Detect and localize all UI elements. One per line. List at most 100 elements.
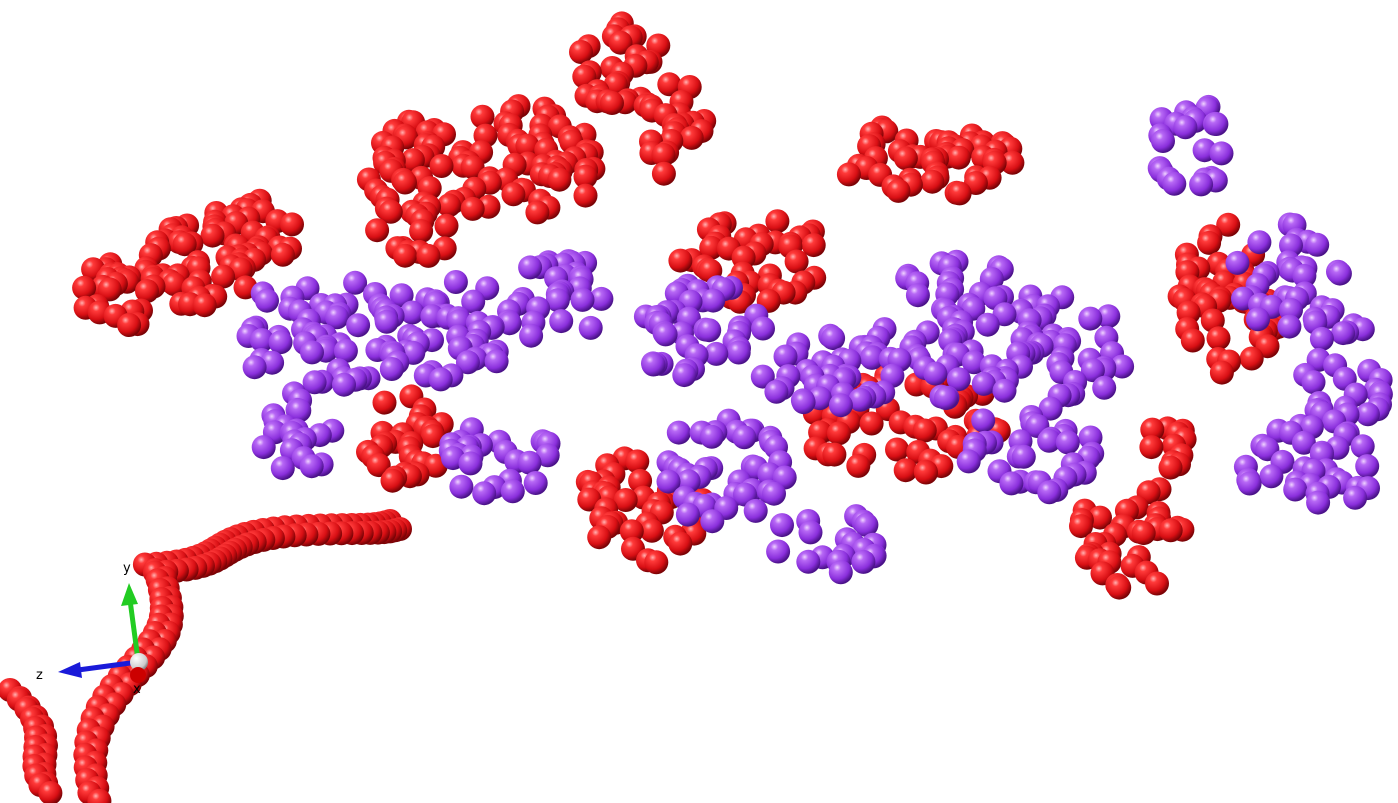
purple-nucleotide-bead: [848, 387, 873, 412]
red-nucleotide-bead: [1069, 514, 1093, 539]
red-nucleotide-bead: [434, 213, 459, 238]
red-nucleotide-bead: [569, 40, 593, 64]
red-nucleotide-bead: [380, 468, 405, 493]
red-nucleotide-bead: [192, 293, 217, 318]
purple-nucleotide-bead: [299, 454, 324, 479]
purple-nucleotide-bead: [545, 288, 570, 313]
purple-nucleotide-bead: [519, 323, 544, 348]
purple-nucleotide-bead: [854, 512, 879, 537]
purple-nucleotide-bead: [1259, 464, 1284, 489]
purple-nucleotide-bead: [1096, 304, 1121, 329]
red-nucleotide-bead: [1209, 360, 1234, 385]
purple-nucleotide-bead: [1037, 428, 1062, 453]
purple-nucleotide-bead: [1291, 430, 1316, 455]
purple-nucleotide-bead: [704, 341, 729, 366]
red-nucleotide-bead: [1140, 417, 1165, 442]
purple-nucleotide-bead: [302, 370, 327, 395]
purple-nucleotide-bead: [1209, 141, 1234, 166]
red-nucleotide-bead: [393, 170, 417, 195]
red-nucleotide-bead: [393, 243, 418, 268]
purple-nucleotide-bead: [1283, 477, 1308, 502]
purple-nucleotide-bead: [389, 283, 414, 308]
purple-nucleotide-bead: [300, 340, 324, 365]
purple-nucleotide-bead: [1246, 307, 1270, 332]
purple-nucleotide-bead: [923, 361, 948, 386]
purple-nucleotide-bead: [975, 312, 1000, 337]
purple-nucleotide-bead: [518, 255, 543, 280]
purple-nucleotide-bead: [732, 425, 757, 450]
red-nucleotide-bead: [587, 525, 612, 550]
z-axis-arrow: [77, 659, 139, 673]
red-nucleotide-bead: [211, 264, 236, 289]
purple-nucleotide-bead: [766, 539, 791, 564]
purple-nucleotide-bead: [770, 513, 794, 538]
purple-nucleotide-bead: [400, 300, 425, 325]
purple-nucleotide-bead: [1237, 471, 1262, 496]
red-nucleotide-bead: [920, 169, 945, 194]
purple-nucleotide-bead: [956, 449, 981, 474]
red-nucleotide-bead: [613, 488, 638, 512]
purple-nucleotide-bead: [1327, 261, 1352, 286]
red-nucleotide-bead: [117, 313, 142, 337]
red-nucleotide-bead: [859, 411, 884, 436]
red-nucleotide-bead: [657, 72, 682, 97]
purple-nucleotide-bead: [1055, 430, 1080, 455]
red-nucleotide-bead: [1107, 575, 1132, 600]
red-strand[interactable]: [0, 11, 1294, 803]
red-nucleotide-bead: [437, 193, 461, 218]
purple-nucleotide-bead: [653, 322, 678, 347]
red-nucleotide-bead: [644, 550, 669, 575]
z-axis-label: z: [36, 668, 43, 683]
purple-nucleotide-bead: [517, 450, 542, 475]
red-nucleotide-bead: [846, 453, 871, 478]
purple-nucleotide-bead: [325, 305, 349, 330]
red-nucleotide-bead: [378, 199, 403, 224]
purple-nucleotide-bead: [971, 371, 996, 396]
red-nucleotide-bead: [893, 146, 918, 171]
purple-nucleotide-bead: [1173, 115, 1198, 140]
red-nucleotide-bead: [515, 133, 540, 158]
red-nucleotide-bead: [784, 249, 809, 274]
axes-triad: y z x: [36, 561, 148, 697]
purple-nucleotide-bead: [1037, 480, 1062, 505]
y-axis-arrowhead: [121, 583, 138, 606]
purple-nucleotide-bead: [1355, 454, 1380, 479]
purple-nucleotide-bead: [828, 560, 853, 585]
red-nucleotide-bead: [600, 91, 624, 115]
purple-nucleotide-bead: [1355, 402, 1380, 427]
purple-nucleotide-bead: [455, 350, 480, 375]
red-nucleotide-bead: [1000, 150, 1025, 175]
purple-nucleotide-bead: [500, 479, 525, 504]
purple-nucleotide-bead: [249, 328, 274, 353]
red-nucleotide-bead: [826, 421, 851, 446]
purple-nucleotide-bead: [374, 309, 399, 334]
red-nucleotide-bead: [135, 279, 159, 303]
purple-nucleotide-bead: [1277, 314, 1302, 339]
red-nucleotide-bead: [619, 519, 644, 544]
purple-nucleotide-bead: [675, 502, 700, 527]
red-nucleotide-bead: [836, 162, 861, 187]
purple-nucleotide-bead: [860, 345, 884, 370]
red-nucleotide-bead: [1145, 571, 1169, 596]
purple-nucleotide-bead: [743, 498, 768, 523]
purple-nucleotide-bead: [971, 408, 996, 433]
purple-nucleotide-bead: [1189, 172, 1214, 197]
red-nucleotide-bead: [914, 460, 938, 485]
red-nucleotide-bead: [912, 418, 937, 443]
purple-nucleotide-bead: [1247, 230, 1272, 255]
y-axis-label: y: [123, 561, 131, 576]
purple-strand[interactable]: [236, 94, 1393, 585]
purple-nucleotide-bead: [287, 398, 312, 423]
purple-nucleotide-bead: [672, 363, 697, 388]
red-nucleotide-bead: [409, 219, 434, 244]
purple-nucleotide-bead: [1331, 321, 1356, 346]
purple-nucleotide-bead: [773, 344, 798, 369]
red-nucleotide-bead: [1180, 328, 1205, 353]
red-nucleotide-bead: [651, 161, 676, 186]
purple-nucleotide-bead: [589, 286, 614, 311]
red-nucleotide-bead: [668, 531, 693, 556]
red-nucleotide-bead: [668, 248, 693, 273]
red-nucleotide-bead: [38, 781, 63, 803]
red-nucleotide-bead: [416, 243, 441, 268]
